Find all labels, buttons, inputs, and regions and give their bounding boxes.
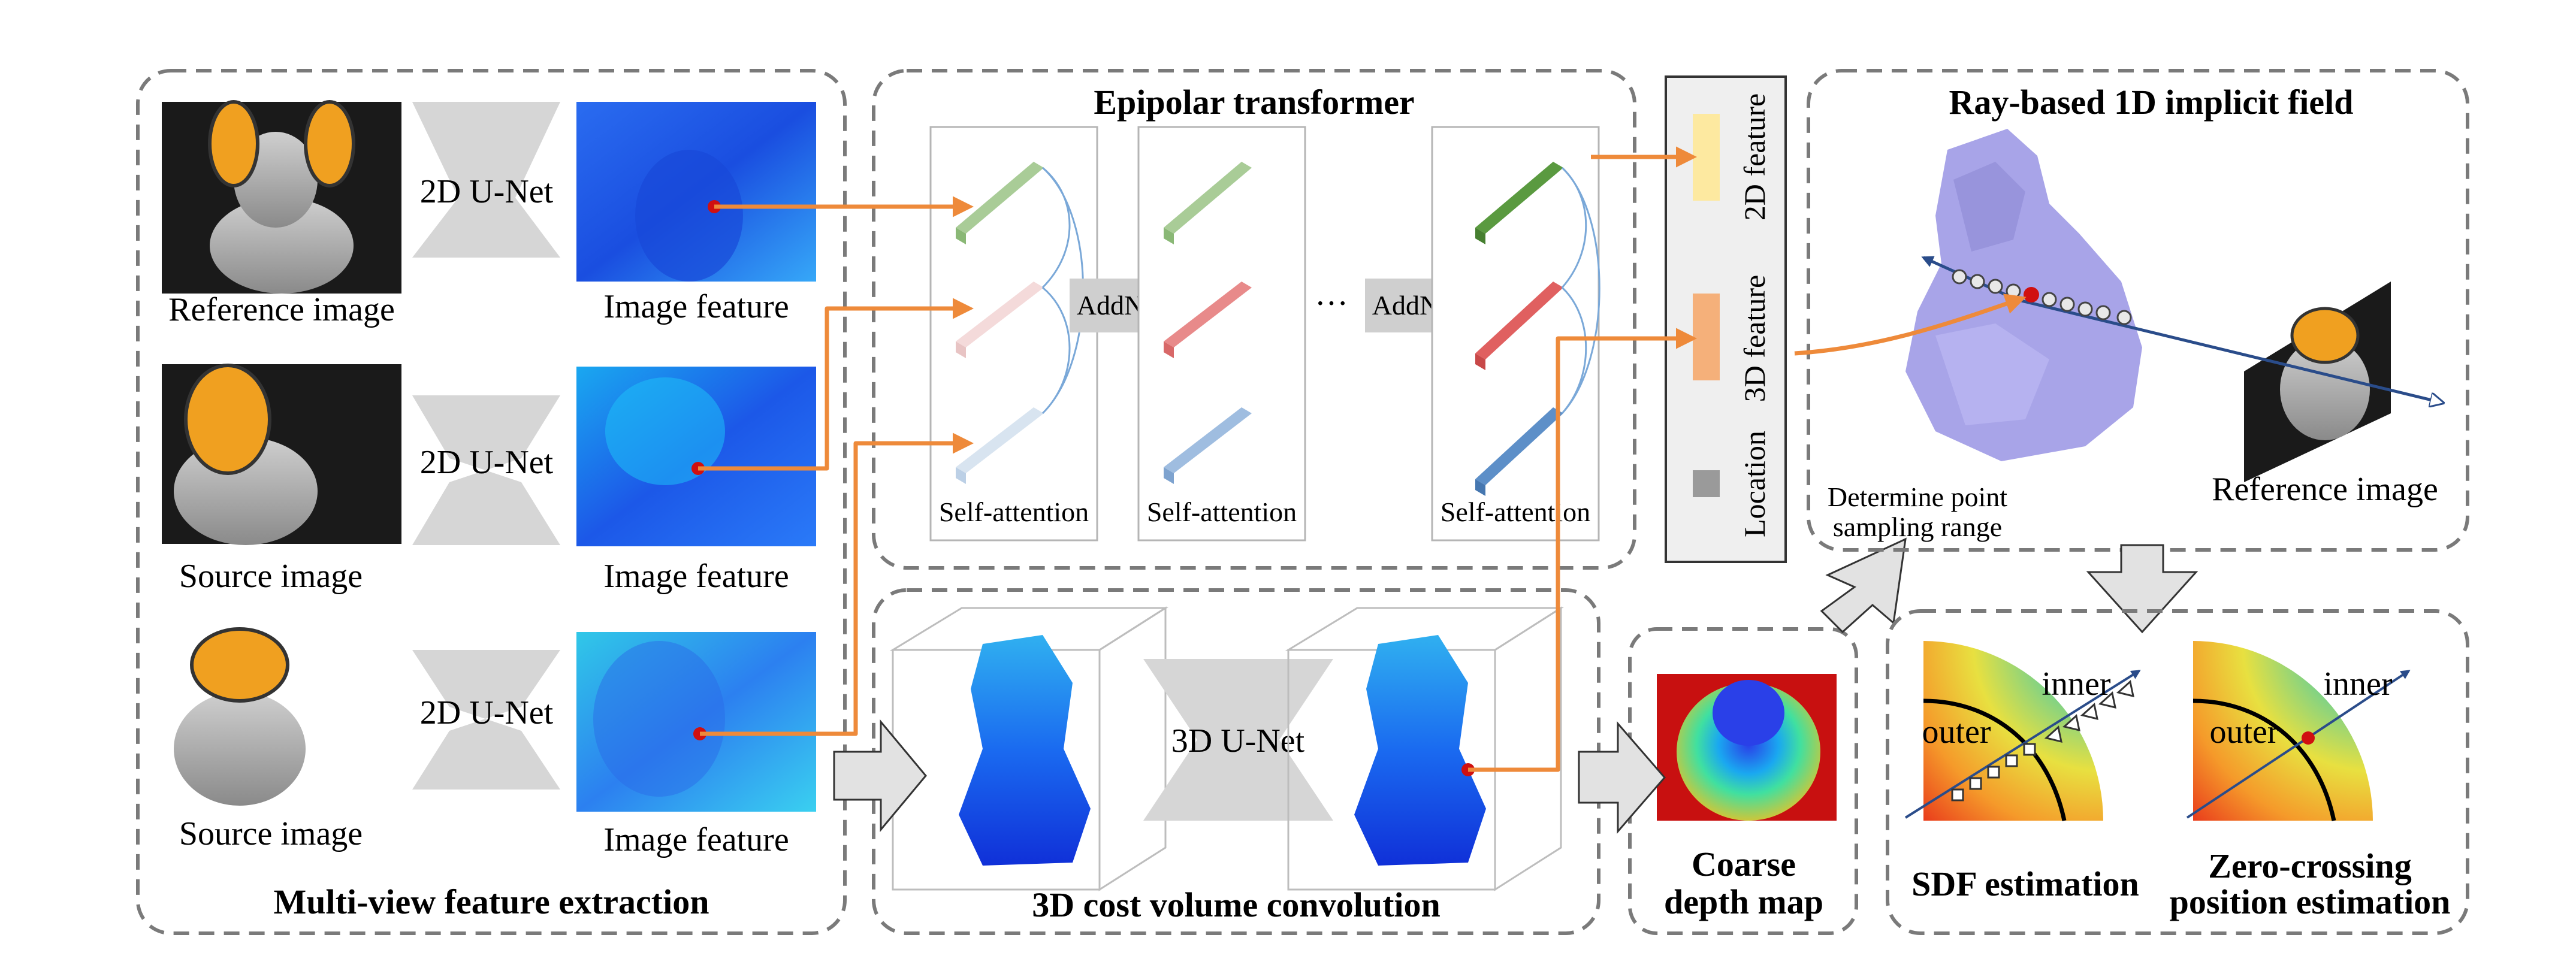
panel-estimation [1886, 609, 2469, 935]
self-attention-label-1: Self-attention [939, 497, 1089, 527]
location-swatch [1693, 470, 1720, 497]
feature-3d-label: 3D feature [1738, 275, 1771, 402]
unet-2d-label-3: 2D U-Net [420, 694, 554, 731]
panel-epipolar-transformer [872, 69, 1636, 570]
feature-3d-swatch [1693, 294, 1720, 380]
zero-crossing-plot: inner outer [2186, 641, 2411, 821]
panel-feature-extraction-title: Multi-view feature extraction [274, 882, 709, 921]
ray-line [1921, 256, 2018, 301]
unet-3d-label: 3D U-Net [1171, 722, 1305, 760]
reference-image-label-3d: Reference image [2212, 471, 2438, 508]
image-feature-label-1: Image feature [603, 288, 789, 325]
cost-volume-cube-1 [889, 606, 1169, 891]
attention-block-2: Self-attention [1137, 126, 1306, 542]
reference-image-label: Reference image [168, 291, 395, 328]
sdf-estimation-title: SDF estimation [1911, 864, 2139, 903]
unet-3d-shape [1143, 659, 1333, 821]
location-label: Location [1738, 431, 1771, 537]
ray-sample-points [1952, 269, 2132, 325]
arrow-cost-volume-to-3d-feature [1468, 328, 1697, 772]
attention-block-3: Self-attention [1431, 126, 1600, 542]
orange-connections [698, 146, 2027, 772]
depth-map-title-line2: depth map [1664, 882, 1823, 921]
source-image-label-2: Source image [179, 815, 363, 852]
sampling-range-line1: Determine point [1828, 482, 2007, 512]
panel-feature-extraction [136, 69, 847, 935]
arrow-feature2-to-attention [698, 298, 974, 471]
zero-crossing-title-line2: position estimation [2170, 882, 2451, 921]
cost-volume-cube-2 [1285, 606, 1565, 891]
zero-crossing-point [2302, 731, 2315, 745]
arrow-3d-feature-to-ray [1794, 294, 2027, 356]
sdf-inner-label: inner [2042, 666, 2110, 703]
zero-crossing-outer-label: outer [2209, 713, 2278, 751]
panel-depth-map [1628, 627, 1858, 935]
arrow-to-depth-map [1578, 721, 1666, 834]
arrow-to-cost-volume [833, 719, 927, 833]
feature-2d-label: 2D feature [1738, 93, 1771, 220]
reference-image-thumb-3d [2244, 282, 2391, 482]
panel-cost-volume-title: 3D cost volume convolution [1032, 885, 1440, 924]
ray-line-forward [2016, 298, 2442, 403]
self-attention-label-3: Self-attention [1440, 497, 1590, 527]
source-image-thumb-2 [162, 627, 348, 807]
source-image-thumb-1 [162, 364, 401, 545]
sdf-estimation-plot: inner outer [1904, 641, 2141, 821]
feature-2d-swatch [1693, 114, 1720, 201]
sampling-range-line2: sampling range [1833, 512, 2002, 542]
sdf-outer-label: outer [1922, 713, 1991, 751]
unet-2d-label-1: 2D U-Net [420, 173, 554, 210]
image-feature-label-3: Image feature [603, 821, 789, 858]
self-attention-label-2: Self-attention [1147, 497, 1297, 527]
unet-2d-label-2: 2D U-Net [420, 444, 554, 481]
panel-epipolar-transformer-title: Epipolar transformer [1094, 83, 1414, 122]
ray-surface-point [2024, 287, 2039, 303]
arrow-to-implicit-field [1820, 537, 1907, 634]
panel-implicit-field-title: Ray-based 1D implicit field [1949, 83, 2353, 122]
source-image-label-1: Source image [179, 558, 363, 595]
unet-2d-shape-3 [412, 650, 560, 790]
ellipsis-dots: ··· [1315, 285, 1348, 322]
zero-crossing-inner-label: inner [2323, 666, 2392, 703]
zero-crossing-title-line1: Zero-crossing [2208, 846, 2411, 885]
arrow-feature3-to-attention [700, 432, 974, 736]
depth-map-title-line1: Coarse [1692, 845, 1796, 884]
attention-block-1: Self-attention [929, 126, 1098, 542]
arrow-to-estimation [2086, 544, 2198, 634]
unet-2d-shape-2 [412, 395, 560, 545]
image-feature-label-2: Image feature [603, 558, 789, 595]
reference-image-thumb [162, 100, 401, 294]
